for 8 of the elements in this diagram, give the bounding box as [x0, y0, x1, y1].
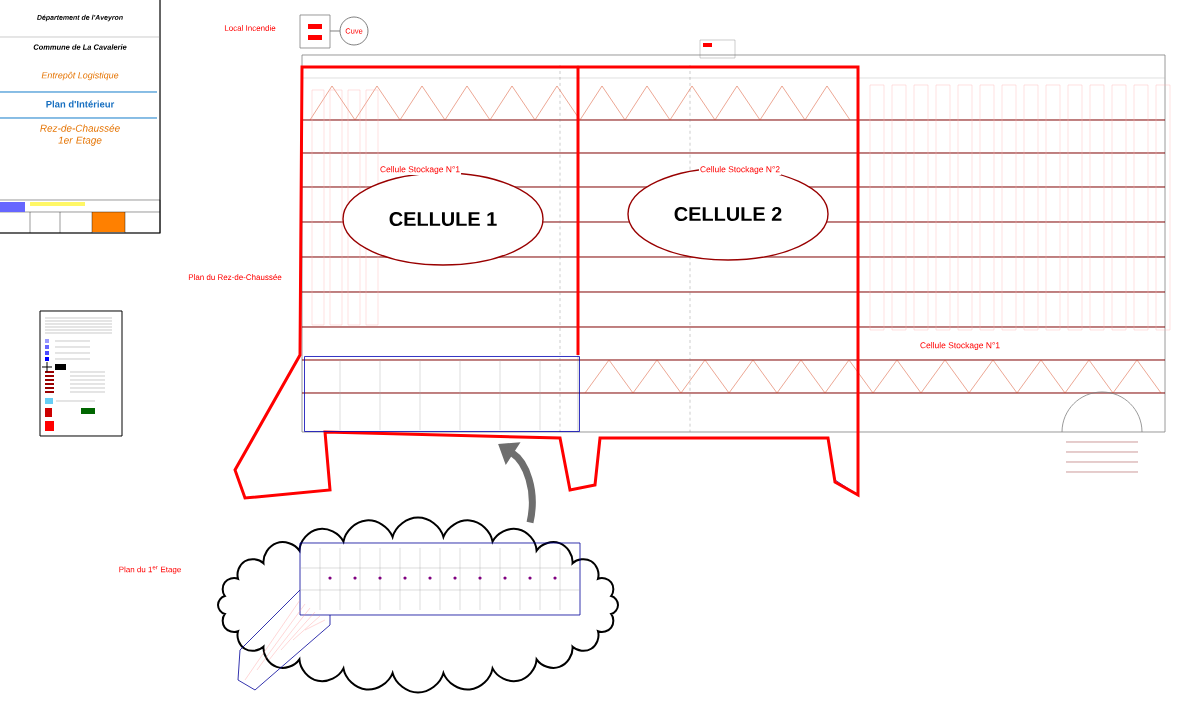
- zone-label: Cellule Stockage N°1: [918, 341, 1002, 351]
- title-text: Entrepôt Logistique: [41, 71, 119, 81]
- zone-label: Cellule Stockage N°2: [698, 165, 782, 175]
- title-text: Rez-de-Chaussée 1er Etage: [40, 124, 120, 146]
- office-area: [304, 356, 580, 432]
- cloud-frame: [217, 516, 619, 694]
- title-text: Plan d'Intérieur: [46, 100, 115, 108]
- zone-label: Cellule Stockage N°1: [378, 165, 462, 175]
